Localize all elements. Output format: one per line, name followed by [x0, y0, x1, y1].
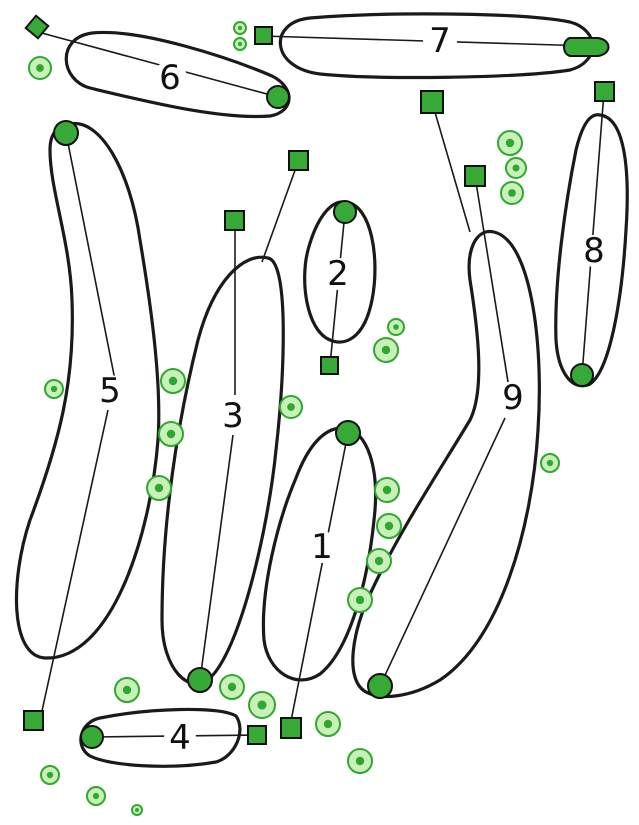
- shape-1-outline: [261, 426, 378, 682]
- green-specks: [28, 21, 560, 816]
- green-speck-core: [154, 483, 164, 493]
- green-speck-core: [355, 595, 365, 605]
- shape-2: 2: [303, 200, 377, 375]
- shape-2-square-marker: [320, 356, 339, 375]
- green-speck-core: [384, 521, 394, 531]
- shape-8-square-marker: [594, 81, 615, 102]
- green-speck-core: [36, 64, 44, 72]
- green-speck-core: [92, 792, 100, 800]
- shape-4-outline: [79, 707, 242, 768]
- shape-9-circle-marker: [367, 673, 393, 699]
- green-speck-core: [508, 189, 516, 197]
- shape-8-circle-marker: [570, 363, 594, 387]
- green-speck-core: [287, 403, 295, 411]
- shape-7-outline: [278, 12, 595, 80]
- shape-9-square-marker: [464, 165, 486, 187]
- shape-5-square-marker: [23, 710, 44, 731]
- shape-9: 9: [351, 90, 541, 699]
- shape-4: 4: [79, 707, 267, 768]
- green-speck-core: [46, 771, 54, 779]
- shape-5: 5: [14, 120, 161, 731]
- shape-4-square-marker: [247, 725, 267, 745]
- green-speck-core: [323, 719, 333, 729]
- shape-1-square-marker: [280, 717, 302, 739]
- shape-4-label: 4: [169, 718, 191, 758]
- green-speck-core: [393, 324, 399, 330]
- shape-9-label: 9: [502, 378, 524, 418]
- shape-8: 8: [554, 81, 629, 388]
- shape-7-circle-marker: [563, 37, 610, 57]
- shape-6-axis: [37, 31, 279, 98]
- green-speck-core: [237, 25, 243, 31]
- shape-8-axis: [581, 91, 605, 376]
- shape-3: 3: [160, 150, 309, 693]
- shape-6-label: 6: [159, 58, 181, 98]
- shape-1: 1: [261, 420, 378, 739]
- green-speck-core: [546, 459, 554, 467]
- green-speck-core: [505, 138, 515, 148]
- shape-7-square-marker: [254, 26, 273, 45]
- green-speck-core: [166, 429, 176, 439]
- green-speck-core: [168, 376, 178, 386]
- shape-7: 7: [254, 12, 610, 80]
- shape-5-axis: [65, 132, 116, 381]
- shape-6-square-marker: [24, 14, 50, 40]
- green-speck-core: [355, 756, 365, 766]
- green-speck-core: [512, 164, 520, 172]
- shape-5-outline: [14, 122, 161, 660]
- green-speck-core: [374, 556, 384, 566]
- shape-9-axis: [474, 175, 509, 383]
- shape-6: 6: [24, 14, 291, 119]
- shape-8-label: 8: [583, 231, 605, 271]
- shape-3-circle-marker: [187, 667, 213, 693]
- shape-9-outline: [351, 230, 541, 699]
- shape-2-label: 2: [327, 254, 349, 294]
- green-speck-core: [257, 700, 267, 710]
- shape-1-circle-marker: [335, 420, 361, 446]
- shape-2-circle-marker: [333, 200, 357, 224]
- shape-5-label: 5: [99, 371, 121, 411]
- shape-3-upper-square-marker: [288, 150, 309, 171]
- green-speck-core: [381, 345, 391, 355]
- shape-1-label: 1: [311, 527, 333, 567]
- shape-5-circle-marker: [53, 120, 79, 146]
- shape-4-circle-marker: [80, 725, 104, 749]
- shape-2-outline: [303, 200, 377, 344]
- shape-3-outline: [160, 255, 285, 686]
- shape-7-label: 7: [429, 21, 451, 61]
- shape-3-label: 3: [222, 396, 244, 436]
- shape-1-axis: [289, 432, 349, 727]
- shape-9-upper-square-marker: [420, 90, 444, 114]
- shape-6-circle-marker: [266, 85, 290, 109]
- shape-3-square-marker: [224, 210, 245, 231]
- green-speck-core: [122, 685, 132, 695]
- green-speck-core: [50, 385, 58, 393]
- green-speck-core: [135, 808, 139, 812]
- green-speck-core: [382, 485, 392, 495]
- green-speck-core: [227, 682, 237, 692]
- shape-6-outline: [64, 30, 291, 119]
- green-speck-core: [237, 41, 243, 47]
